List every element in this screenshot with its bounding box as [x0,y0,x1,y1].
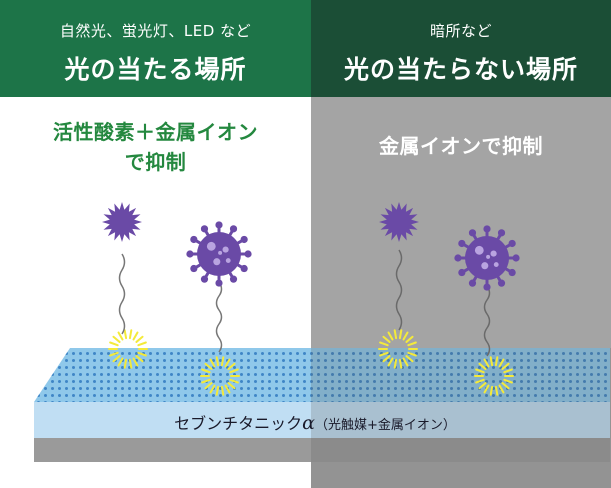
light-glow-icon [200,356,240,396]
virus-tether [215,281,223,353]
dark-area-examples: 暗所など [429,22,492,40]
spiky-virus-icon [102,202,142,242]
lit-area-title: 光の当たる場所 [64,55,247,84]
film-base [34,438,610,462]
lit-mechanism-line1: 活性酸素＋金属イオン [53,120,258,144]
light-glow-icon [474,356,514,396]
lit-area-mechanism: 活性酸素＋金属イオン で抑制 [18,117,293,177]
lit-area-header: 自然光、蛍光灯、LED など 光の当たる場所 [0,0,311,97]
film-alpha-symbol: α [302,412,315,434]
light-glow-icon [378,329,418,369]
dark-area-title: 光の当たらない場所 [343,55,578,84]
dark-area-mechanism: 金属イオンで抑制 [379,134,543,158]
film-front-face [34,402,610,438]
virus-tether [395,249,403,331]
lit-area-examples: 自然光、蛍光灯、LED など [59,22,252,40]
light-glow-icon [108,329,148,369]
corona-virus-icon [186,221,252,287]
lit-mechanism-line2: で抑制 [124,150,187,174]
film-label: セブンチタニックα（光触媒+金属イオン） [60,410,570,434]
dark-area-header: 暗所など 光の当たらない場所 [311,0,611,97]
corona-virus-icon [454,225,520,291]
film-composition: （光触媒+金属イオン） [314,418,456,433]
spiky-virus-icon [379,202,419,242]
virus-tether [118,253,126,335]
virus-tether [483,285,491,357]
film-product-name: セブンチタニック [174,414,303,433]
dark-shade-over-film [311,348,611,488]
film-dot-texture [34,348,610,402]
